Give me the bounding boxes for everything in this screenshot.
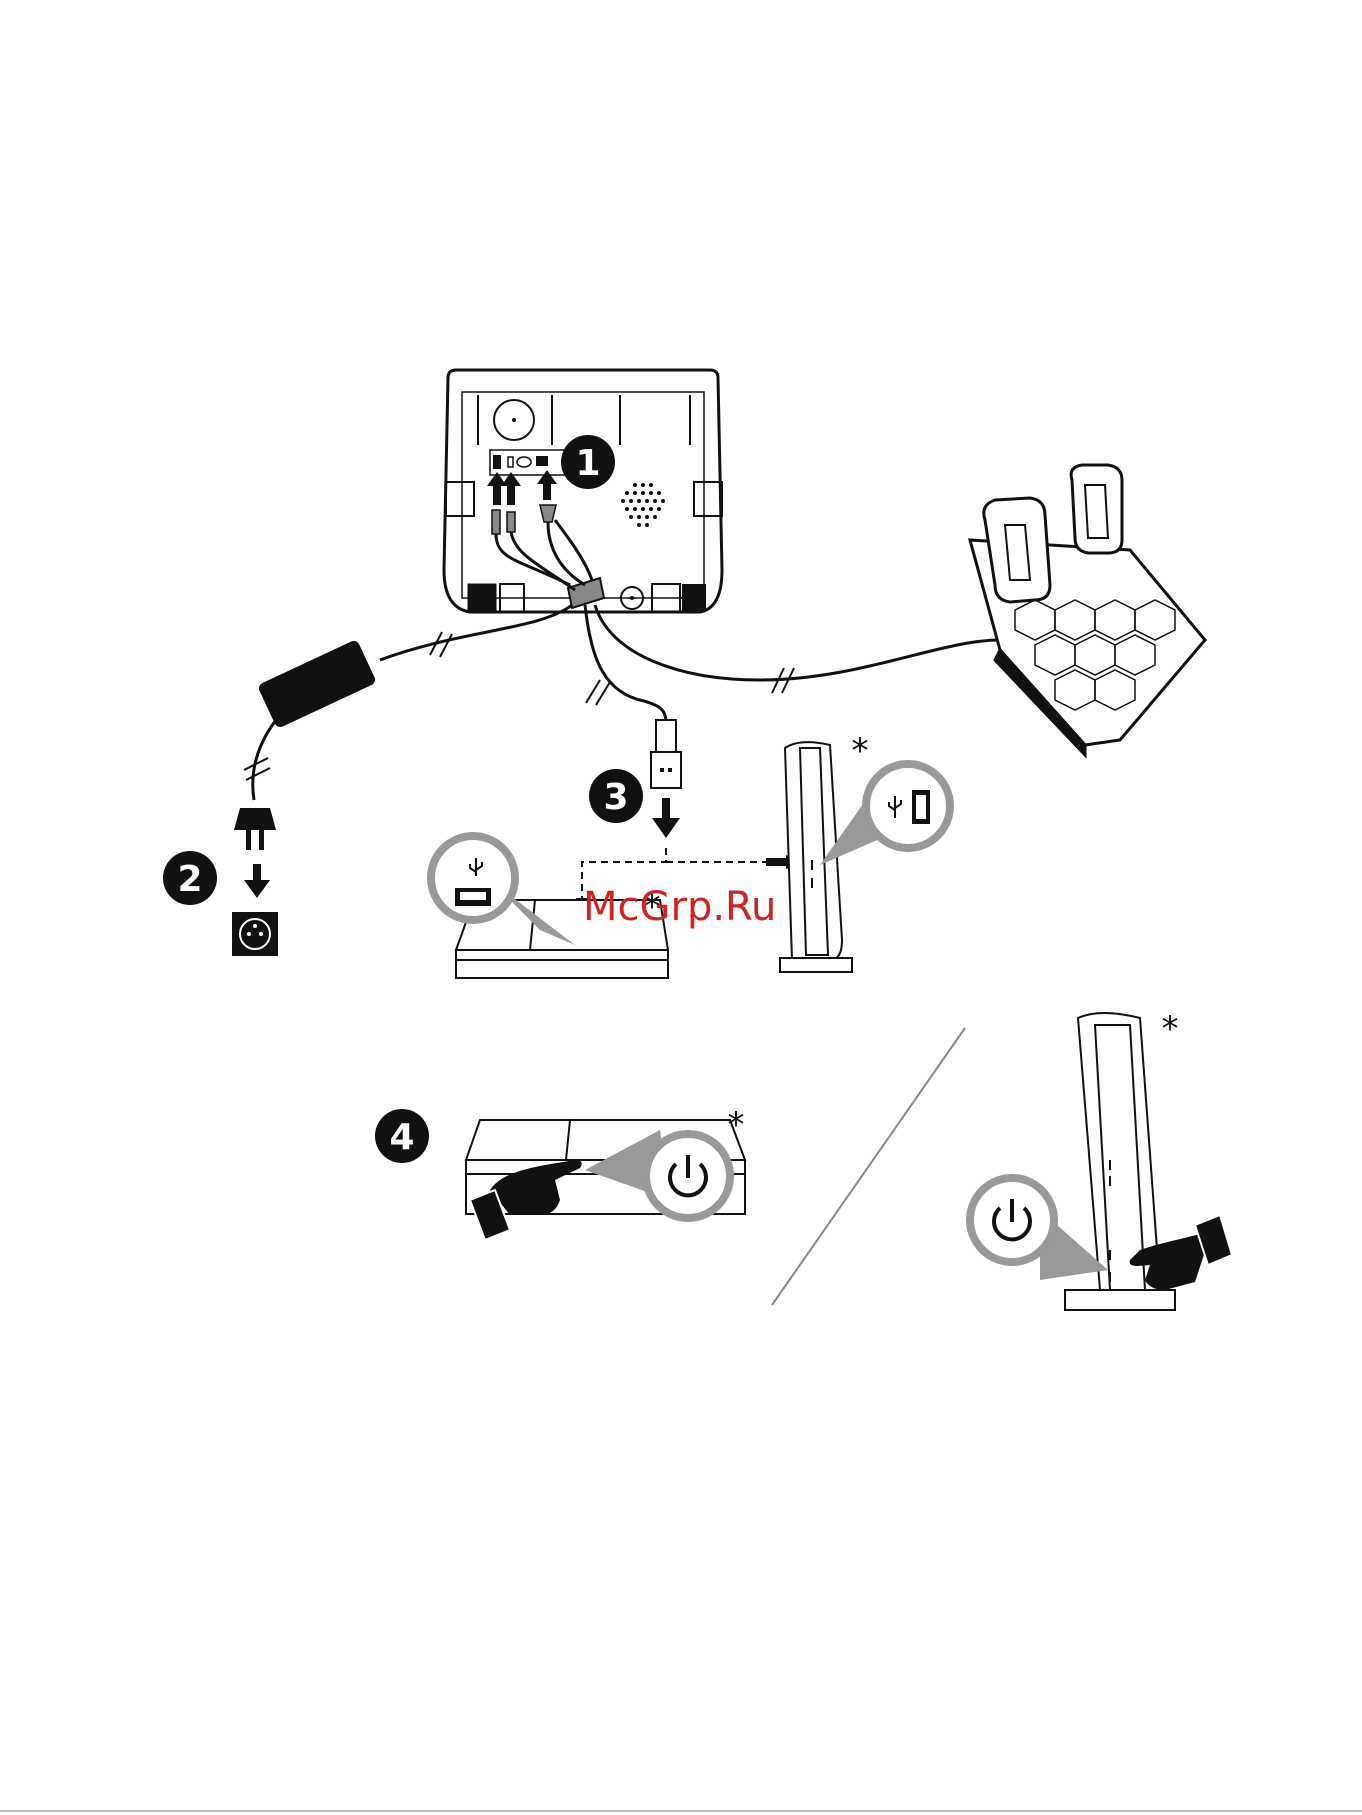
step-2-label: 2 — [177, 859, 202, 900]
step-3-badge: 3 — [589, 769, 643, 823]
divider-line — [772, 1028, 965, 1305]
step-4-badge: 4 — [375, 1109, 429, 1163]
arrow-down-icon — [244, 864, 270, 898]
outlet-icon — [232, 912, 278, 956]
step-3-label: 3 — [603, 777, 628, 818]
arrow-down-icon — [652, 798, 680, 838]
footer-rule — [0, 1810, 1362, 1812]
step-1-badge: 1 — [561, 435, 615, 489]
footnote-asterisk: * — [728, 1105, 745, 1145]
step-2-badge: 2 — [163, 851, 217, 905]
step-1-label: 1 — [575, 443, 600, 484]
ps5-usb-callout — [820, 764, 950, 865]
plug-icon — [234, 808, 276, 850]
footnote-asterisk: * — [852, 731, 869, 771]
ps5-power-callout — [970, 1178, 1108, 1280]
watermark: McGrp.Ru — [583, 884, 776, 930]
power-adapter — [257, 639, 377, 729]
step-4-label: 4 — [389, 1117, 414, 1158]
wheel-base — [444, 370, 722, 612]
usb-plug — [651, 720, 681, 788]
footnote-asterisk: * — [1162, 1009, 1179, 1049]
ps5-console — [780, 742, 852, 972]
pedal-set — [970, 465, 1205, 755]
